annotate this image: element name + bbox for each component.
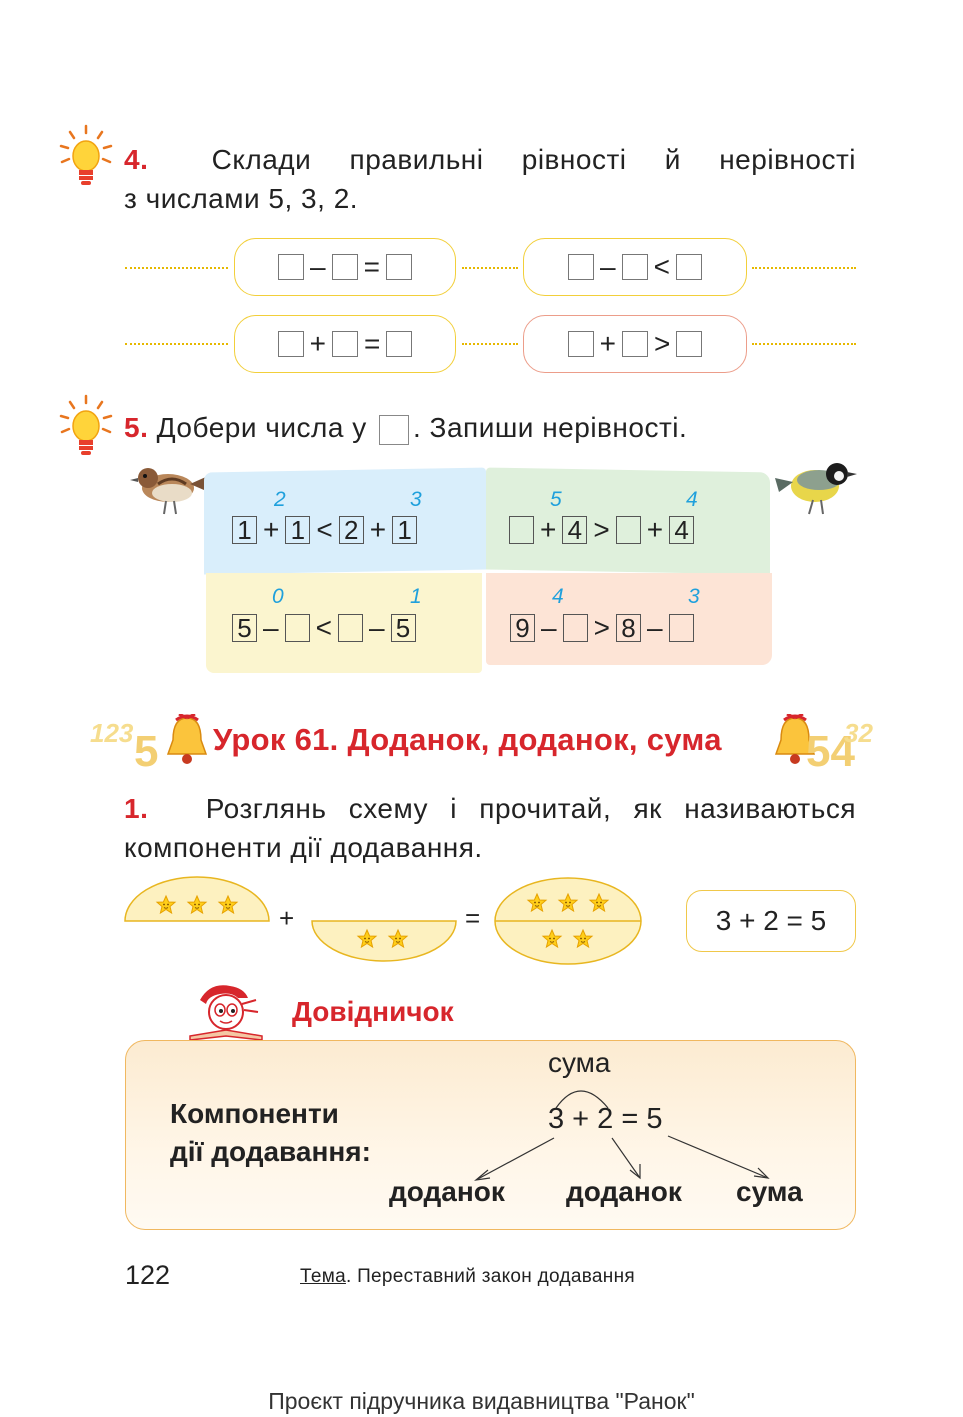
reference-expression: 3 + 2 = 5 (548, 1103, 663, 1135)
task5-text: 5. Добери числа у . Запиши нерівності. (124, 408, 687, 447)
hint-number: 4 (552, 585, 564, 608)
bell-icon (774, 714, 816, 764)
bell-icon (166, 714, 208, 764)
svg-text:123: 123 (90, 718, 134, 748)
inequality-slot[interactable]: –< (523, 238, 747, 296)
page-number: 122 (125, 1260, 171, 1290)
inequality-expression: 1+1<2+1 (232, 514, 418, 546)
plus-sign: + (279, 903, 295, 933)
svg-text:5: 5 (134, 727, 158, 772)
task1-number: 1. (124, 793, 149, 824)
task4-text: 4. Склади правильні рівності й нерівност… (124, 140, 856, 218)
equals-sign: = (465, 903, 481, 933)
decorative-numbers-right: 54 32 (806, 718, 873, 772)
task4-line1: Склади правильні рівності й нерівності (211, 144, 856, 175)
component-sum: сума (736, 1176, 803, 1207)
task4-number: 4. (124, 144, 149, 175)
hint-number: 2 (274, 488, 286, 511)
sum-top-label: сума (548, 1047, 611, 1078)
result-equation: 3 + 2 = 5 (686, 890, 856, 952)
tit-bird-illustration (775, 463, 857, 515)
task1-line2: компоненти дії додавання. (124, 832, 483, 863)
panel-peach (486, 573, 772, 665)
svg-text:54: 54 (806, 727, 855, 772)
inequality-expression: +4>+4 (509, 514, 695, 546)
hint-number: 3 (688, 585, 700, 608)
lightbulb-icon (59, 394, 113, 455)
hint-number: 0 (272, 585, 284, 608)
sparrow-illustration (130, 468, 208, 515)
publisher-note: Проєкт підручника видавництва "Ранок" (268, 1388, 695, 1414)
hint-number: 1 (410, 585, 422, 608)
reference-box (125, 1040, 856, 1230)
component-addend-1: доданок (389, 1176, 505, 1207)
component-addend-2: доданок (566, 1176, 682, 1207)
addition-scheme (124, 876, 642, 965)
boy-reading-icon (189, 985, 263, 1041)
svg-text:32: 32 (844, 718, 873, 748)
reference-title: Довідничок (292, 996, 454, 1027)
panel-yellow (206, 573, 482, 673)
hint-number: 4 (686, 488, 698, 511)
task5-text-before: Добери числа у (156, 412, 367, 443)
task5-text-after: . Запиши нерівності. (412, 412, 688, 443)
task1-text: 1. Розглянь схему і прочитай, як називаю… (124, 789, 856, 867)
hint-number: 3 (410, 488, 422, 511)
task4-line2: з числами 5, 3, 2. (124, 183, 359, 214)
task1-line1: Розглянь схему і прочитай, як називаютьс… (205, 793, 856, 824)
reference-label: Компоненти дії додавання: (170, 1098, 371, 1167)
equation-slot[interactable]: += (234, 315, 456, 373)
scheme-arrows (473, 1090, 770, 1181)
task5-number: 5. (124, 412, 149, 443)
page-topic: Тема. Переставний закон додавання (300, 1266, 635, 1287)
inequality-expression: 5–<–5 (232, 612, 416, 644)
inequality-expression: 9–>8– (510, 612, 694, 644)
equation-slot[interactable]: –= (234, 238, 456, 296)
lesson-title: Урок 61. Доданок, доданок, сума (213, 722, 722, 757)
inequality-slot[interactable]: +> (523, 315, 747, 373)
empty-box-icon (378, 414, 409, 445)
lightbulb-icon (59, 124, 113, 185)
decorative-numbers-left: 123 5 (90, 718, 158, 772)
hint-number: 5 (550, 488, 562, 511)
